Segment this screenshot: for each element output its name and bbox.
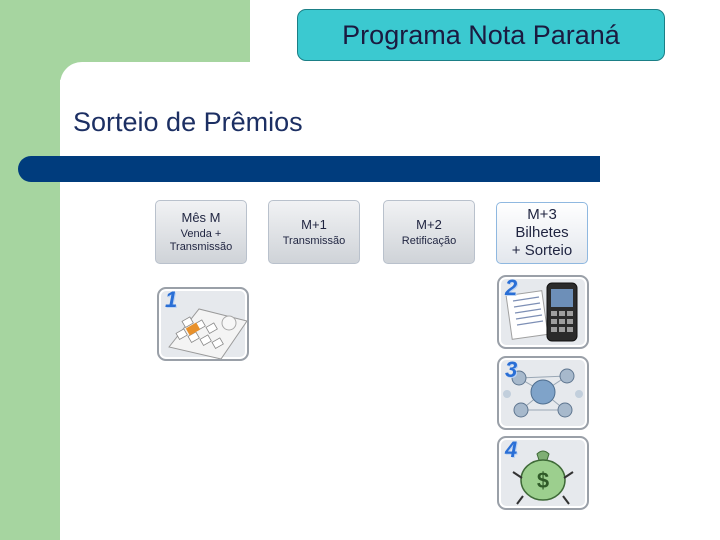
header-title: Programa Nota Paraná xyxy=(297,9,665,61)
money-bag-icon: $ xyxy=(512,450,574,505)
stage-m2: M+2 Retificação xyxy=(383,200,475,264)
smartphone-receipt-icon xyxy=(505,282,578,342)
step-number-2: 2 xyxy=(505,275,518,300)
stage-m1-sub: Transmissão xyxy=(282,234,346,247)
card-smartphone xyxy=(497,275,589,349)
green-left-band xyxy=(0,0,60,540)
stage-m3-line2: Bilhetes xyxy=(515,224,569,241)
step-number-3: 3 xyxy=(505,357,518,382)
card-globe xyxy=(497,356,589,430)
divider-bar xyxy=(18,156,600,182)
stage-m1: M+1 Transmissão xyxy=(268,200,360,264)
keyboard-icon xyxy=(168,308,247,359)
stage-mes-m-sub-1: Venda + xyxy=(180,228,222,240)
stage-m1-title: M+1 xyxy=(301,216,327,232)
card-keyboard xyxy=(157,287,249,361)
svg-text:$: $ xyxy=(537,468,549,493)
stage-mes-m-sub-2: Transmissão xyxy=(169,241,233,253)
stage-mes-m: Mês M Venda + Transmissão xyxy=(155,200,247,264)
stage-m2-sub: Retificação xyxy=(401,234,457,247)
globe-network-icon xyxy=(503,368,583,418)
step-number-4: 4 xyxy=(505,437,518,462)
stage-m3-line1: M+3 xyxy=(527,206,557,223)
stage-mes-m-title: Mês M xyxy=(181,210,221,225)
card-money-bag: $ xyxy=(497,436,589,510)
stage-m3-line3: + Sorteio xyxy=(511,242,573,259)
stage-m2-title: M+2 xyxy=(416,216,442,232)
stage-m3: M+3 Bilhetes + Sorteio xyxy=(496,202,588,264)
page-subtitle: Sorteio de Prêmios xyxy=(73,107,303,137)
step-number-1: 1 xyxy=(165,287,178,312)
